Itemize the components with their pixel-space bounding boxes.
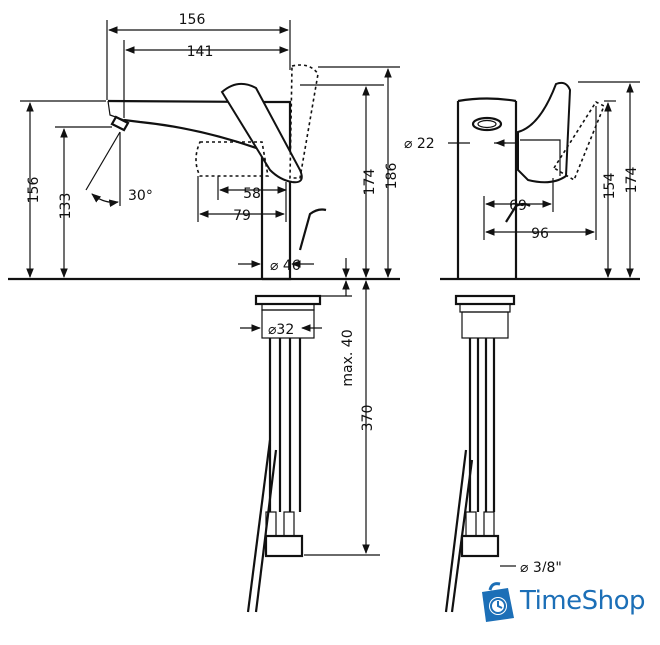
dim-96: 96 — [531, 226, 549, 242]
dim-154: 154 — [602, 173, 618, 200]
dim-32-diameter: ⌀32 — [268, 322, 294, 338]
dim-370: 370 — [360, 405, 376, 432]
aerator — [110, 115, 130, 132]
dim-174-right-view: 174 — [624, 167, 640, 194]
front-lever-alt — [552, 100, 606, 182]
lever-handle — [220, 82, 303, 184]
dim-max-40: max. 40 — [340, 329, 356, 386]
dim-141: 141 — [187, 44, 214, 60]
front-lever — [517, 81, 572, 184]
dim-174-left-view: 174 — [362, 169, 378, 196]
dim-58: 58 — [243, 186, 261, 202]
dim-79: 79 — [233, 208, 251, 224]
popup-rod — [298, 208, 327, 251]
dim-186: 186 — [384, 163, 400, 190]
hose-nut — [264, 534, 304, 558]
lever-alt-rotated — [195, 141, 269, 177]
dim-69: 69 — [509, 198, 527, 214]
right-front-view: ⌀ 22 69 96 154 174 ⌀ 3/8" — [404, 81, 640, 613]
hose-connector-right — [283, 511, 295, 537]
left-side-view: 156 141 156 133 30° 58 79 ⌀ 46 — [8, 12, 400, 613]
dim-156-top: 156 — [179, 12, 206, 28]
faucet-body — [262, 100, 292, 281]
dim-156-left: 156 — [26, 177, 42, 204]
mount-nut — [254, 294, 322, 306]
dim-133: 133 — [58, 193, 74, 220]
timeshop-logo: TimeShop — [468, 572, 660, 636]
dim-22-diameter: ⌀ 22 — [404, 136, 435, 152]
clock-bag-icon — [482, 582, 514, 622]
spout-opening — [471, 116, 503, 132]
lever-alt-upright — [289, 64, 319, 179]
front-body — [456, 101, 518, 279]
mount-shank — [261, 309, 315, 339]
dim-30-degree: 30° — [128, 188, 153, 204]
dim-46-diameter: ⌀ 46 — [270, 258, 301, 274]
brand-name: TimeShop — [520, 586, 646, 616]
